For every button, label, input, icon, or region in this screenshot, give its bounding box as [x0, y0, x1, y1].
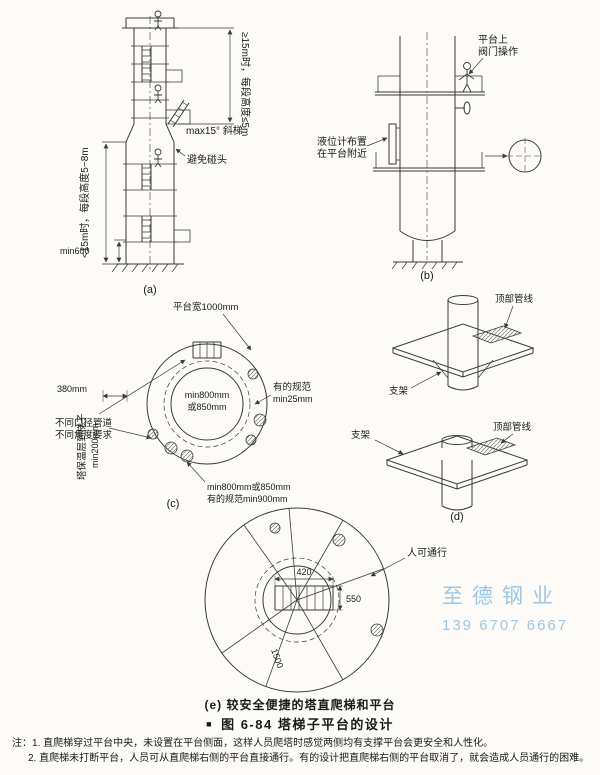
valve-note-line1: 平台上 — [478, 33, 508, 46]
caption-text: 图 6-84 塔梯子平台的设计 — [221, 717, 394, 732]
through-ladder — [274, 585, 334, 611]
incline-ladder-label: max15° 斜梯 — [186, 124, 243, 137]
figure-c-label: (c) — [167, 498, 180, 510]
spec-note-line2: min25mm — [273, 394, 313, 404]
person-figure-lower — [154, 148, 162, 168]
person-figure-middle — [154, 84, 162, 104]
leader-gauge-note — [366, 137, 388, 147]
pipes-note-line1: 不同口径管道 — [55, 417, 113, 429]
caption-bullet-icon: ■ — [206, 719, 214, 729]
dim-1500-label: 1500 — [269, 647, 285, 669]
pipe-penetrations — [147, 368, 267, 463]
leader-pass-note — [370, 557, 406, 577]
leader-spec-note — [254, 394, 272, 405]
gauge-note-line1: 液位计布置 — [317, 135, 367, 148]
gauge-note-line2: 在平台附近 — [317, 147, 367, 160]
leader-bracket-2 — [374, 439, 404, 455]
leader-bracket-1 — [410, 371, 442, 389]
platform-lower — [373, 152, 485, 172]
unit1-top-pipes — [471, 325, 523, 344]
tower-shell-circle — [262, 565, 332, 635]
note-line-1: 注：1. 直爬梯穿过平台中央，未设置在平台侧面，这样人员爬塔时感觉两侧均有支撑平… — [12, 738, 494, 749]
unit2-platform — [385, 435, 529, 490]
unit2-column — [441, 435, 473, 511]
figure-caption: ■ 图 6-84 塔梯子平台的设计 — [0, 714, 600, 733]
inclined-ladder — [167, 99, 190, 128]
ground-hatch — [111, 263, 179, 273]
note-line-2: 2. 直爬梯未打断平台，人员可从直爬梯右侧的平台直接通行。有的设计把直爬梯右侧的… — [28, 753, 590, 764]
bracket-label-1: 支架 — [389, 385, 409, 397]
min600-label: min600 — [60, 246, 90, 256]
unit1-platform — [391, 323, 535, 378]
platform-edge-circle — [204, 507, 390, 693]
bottom-dim-line2: 有的规范min900mm — [207, 493, 288, 504]
pass-note-label: 人可通行 — [407, 546, 447, 559]
pipe-penetrations — [269, 522, 384, 637]
leader-insulation-note — [98, 359, 186, 415]
dim-left-label: <15m时，每段高度5~8m — [78, 147, 91, 258]
detail-circle — [485, 138, 543, 174]
unit2-top-pipes — [465, 437, 517, 456]
center-dim-line2: 或850mm — [187, 401, 226, 412]
insulation-dim-label: min200mm — [90, 423, 100, 468]
person-figure — [458, 62, 475, 93]
avoid-head-label: 避免碰头 — [187, 153, 227, 166]
leader-top-pipe-1 — [504, 305, 514, 329]
dimension-420 — [274, 576, 334, 586]
bottom-dim-line1: min800mm或850mm — [207, 481, 291, 492]
platform-upper — [375, 75, 485, 96]
bracket-label-2: 支架 — [351, 429, 371, 441]
leader-bottom-dim — [186, 461, 206, 483]
leader-valve-note — [468, 57, 484, 75]
figure-a-tower-elevation: ≥15m时，每段高度≤5m <15m时，每段高度5~8m max15° 斜梯 避… — [60, 10, 252, 296]
figure-a-label: (a) — [143, 284, 156, 296]
leader-top-pipe-2 — [500, 433, 514, 444]
spec-note-line1: 有的规范 — [273, 381, 312, 393]
ladder-plan — [192, 341, 222, 359]
ladder-middle — [141, 164, 152, 190]
person-figure-top — [154, 10, 162, 31]
figure-e-caption: (e) 较安全便捷的塔直爬梯和平台 — [204, 698, 396, 712]
figure-d-label: (d) — [450, 511, 463, 523]
figure-b-label: (b) — [420, 270, 433, 282]
platform-width-label: 平台宽1000mm — [173, 301, 239, 313]
leader-pipes-note — [108, 427, 152, 440]
insulation-circle — [163, 360, 251, 448]
dimension-left-segment-height — [102, 141, 126, 265]
dimension-min600 — [114, 239, 126, 263]
leader-avoid-head — [175, 148, 186, 157]
dimension-right-segment-height — [178, 27, 234, 125]
tower-shell-outline — [116, 17, 184, 265]
top-pipe-label-2: 顶部管线 — [493, 421, 532, 433]
pipes-note-line2: 不同角度要求 — [55, 429, 113, 441]
ground-hatch — [391, 261, 458, 270]
valve-note-line2: 阀门操作 — [478, 45, 518, 58]
dim-380-label: 380mm — [57, 384, 87, 394]
platform-brackets — [166, 69, 191, 243]
insulation-note-label: 塔保温层到梯子 — [76, 413, 88, 480]
ladder-lower — [141, 216, 152, 242]
dim-550-label: 550 — [346, 594, 361, 604]
center-dim-line1: min800mm — [185, 390, 230, 400]
figure-b-column-platforms: 平台上 阀门操作 液位计布置 在平台附近 (b) — [317, 32, 543, 282]
dim-420-label: 420 — [296, 567, 311, 577]
figure-c-platform-plan: 平台宽1000mm 塔保温层到梯子 min200mm 380mm 不同口径管道 … — [55, 301, 313, 510]
dimension-380 — [102, 390, 128, 402]
sector-lines — [221, 507, 384, 687]
figure-e-platform-plan: 420 550 人可通行 1500 — [204, 507, 447, 693]
column-shell — [393, 36, 463, 263]
leader-platform-width — [222, 313, 252, 351]
dimension-550 — [333, 585, 343, 611]
ladder-upper — [141, 46, 152, 82]
level-gauge — [388, 123, 400, 165]
unit1-brackets — [432, 359, 494, 379]
valve-handwheel — [455, 101, 471, 115]
tower-shell-circle — [170, 367, 244, 441]
dim-right-label: ≥15m时，每段高度≤5m — [239, 32, 252, 136]
figure-notes: 注：1. 直爬梯穿过平台中央，未设置在平台侧面，这样人员爬塔时感觉两侧均有支撑平… — [12, 736, 594, 766]
figure-d-square-platforms: 顶部管线 支架 支架 顶部管线 (d) — [351, 293, 535, 523]
top-pipe-label-1: 顶部管线 — [495, 293, 534, 305]
